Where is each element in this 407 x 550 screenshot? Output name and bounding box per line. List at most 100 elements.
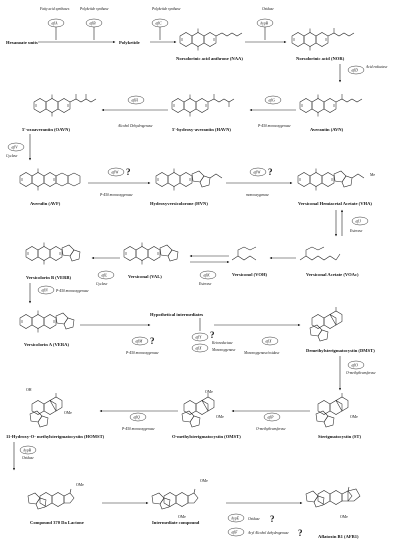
gene-label: aflD [352, 68, 359, 72]
homst-oh-label: OH [26, 388, 32, 392]
gene-label: aflM [136, 339, 144, 343]
gene-bubble [37, 285, 55, 295]
gene-bubble [199, 270, 217, 280]
gene-label: aflW [112, 170, 120, 174]
gene-bubble [351, 216, 369, 226]
enzyme-p450-omst: P-450 monooxygenase [121, 427, 155, 431]
avn-label: Averantin (AVN) [310, 127, 344, 132]
enzyme-aryl-alcohol-dehydrogenase: Aryl Alcohol dehydrogenase [247, 531, 289, 535]
vera-structure [19, 310, 75, 333]
omst-label: O-methylsterigmatocystin (OMST) [172, 434, 241, 439]
enzyme-oxidase-3: Oxidase [248, 517, 260, 521]
omst-ome-label-2: OMe [205, 390, 213, 394]
afb1-label: Aflatoxin B1 (AFB1) [318, 534, 359, 539]
omst-structure [181, 392, 215, 428]
verb-label: Versicolorin B (VERB) [26, 275, 71, 280]
gene-label: aflX [266, 339, 273, 343]
gene-label: aflF [232, 530, 239, 534]
gene-label: aflC [156, 21, 163, 25]
verb-structure [25, 242, 81, 265]
enzyme-ketoreductase: Ketoreductase [211, 341, 233, 345]
gene-label: aflG [269, 98, 276, 102]
gene-bubble [19, 445, 37, 455]
oavn-structure [33, 94, 97, 117]
enzyme-monooxygenase: monooxygenase [246, 193, 269, 197]
havn-label: 5'-hydroxy-averantin (HAVN) [172, 127, 231, 132]
gene-bubble [261, 336, 279, 346]
question-mark: ? [150, 336, 155, 346]
intermediate-structure [151, 488, 199, 510]
hvn-label: Hydroxyversicolorone (HVN) [150, 201, 208, 206]
gene-bubble [191, 343, 209, 353]
gene-bubble [227, 527, 245, 537]
st-label: Sterigmatocystin (ST) [318, 434, 361, 439]
enzyme-acid-reductase: Acid reductase [365, 65, 388, 69]
gene-bubble [264, 95, 282, 105]
intermediate-ome-label-2: OMe [178, 515, 186, 519]
question-mark: ? [270, 514, 275, 524]
avf-label: Averufin (AVF) [30, 201, 61, 206]
c370-label: Compound 370 Da Lactone [30, 520, 84, 525]
gene-label: aflA [52, 21, 59, 25]
st-ome-label: OMe [350, 415, 358, 419]
gene-label: hypB [261, 21, 269, 25]
naa-structure [179, 28, 243, 51]
voh-structure [231, 246, 257, 261]
gene-bubble [347, 360, 365, 370]
gene-bubble [129, 412, 147, 422]
gene-label: aflV [12, 145, 19, 149]
gene-label: aflK [204, 273, 211, 277]
homst-ome-label: OMe [64, 411, 72, 415]
question-mark: ? [268, 167, 273, 177]
gene-bubble [227, 513, 245, 523]
enzyme-polyketide-synthase-2: Polyketide synthase [151, 7, 181, 11]
voh-label: Versiconol (VOH) [232, 272, 268, 277]
enzyme-omt-1: O-methyltransferase [346, 371, 376, 375]
gene-label: hypE [232, 516, 240, 520]
avf-structure [19, 168, 81, 191]
homst-label: 11-Hydroxy-O- methylsterigmatocystin (HO… [6, 434, 105, 439]
methyl-label: Me [370, 173, 375, 177]
gene-bubble [107, 167, 125, 177]
question-mark: ? [126, 167, 131, 177]
gene-label: aflN [42, 288, 49, 292]
gene-label: aflQ [134, 415, 141, 419]
gene-label: aflY [196, 335, 203, 339]
svg-text:Hexanoate units: Hexanoate units [6, 40, 38, 45]
homst-structure [29, 392, 63, 428]
gene-label: aflB [90, 21, 97, 25]
vha-label: Versiconal Hemiacetal Acetate (VHA) [298, 201, 372, 206]
vha-structure [297, 168, 365, 191]
gene-bubble [263, 412, 281, 422]
gene-label: aflW [254, 170, 262, 174]
enzyme-oxidase-2: Oxidase [22, 456, 34, 460]
gene-label: hypB [24, 448, 32, 452]
val-structure [123, 242, 179, 265]
enzyme-polyketide-synthase: Polyketide synthase [79, 7, 109, 11]
enzyme-oxidase: Oxidase [262, 7, 274, 11]
enzyme-monooxygenase-oxidase: Monooxygenase/oxidase [243, 351, 280, 355]
enzyme-p450-vera: P-450 monooxygenase [55, 289, 89, 293]
gene-label: aflX [196, 346, 203, 350]
gene-bubble [347, 65, 365, 75]
gene-label: aflL [102, 273, 108, 277]
polyketide-label: Polyketide [119, 40, 140, 45]
naa-label: Norsolorinic acid anthrone (NAA) [176, 56, 243, 61]
gene-bubble [131, 336, 149, 346]
c370-ome-label: OMe [76, 483, 84, 487]
nor-structure [291, 28, 355, 51]
gene-label: aflO [352, 363, 359, 367]
oavn-label: 5'-oxoaverantin (OAVN) [22, 127, 70, 132]
omst-ome-label: OMe [216, 415, 224, 419]
havn-structure [171, 94, 235, 117]
intermediate-label: Intermediate compound [152, 520, 200, 525]
enzyme-esterase-2: Esterase [198, 282, 212, 286]
enzyme-cyclase-2: Cyclase [96, 282, 108, 286]
enzyme-p450-hvn: P-450 monooxygenase [99, 193, 133, 197]
enzyme-p450-avn: P-450 monooxygenase [257, 124, 291, 128]
nor-label: Norsolorinic acid (NOR) [296, 56, 345, 61]
enzyme-fatty-acid-synthases: Fatty acid synthases [39, 7, 70, 11]
gene-bubble [97, 270, 115, 280]
